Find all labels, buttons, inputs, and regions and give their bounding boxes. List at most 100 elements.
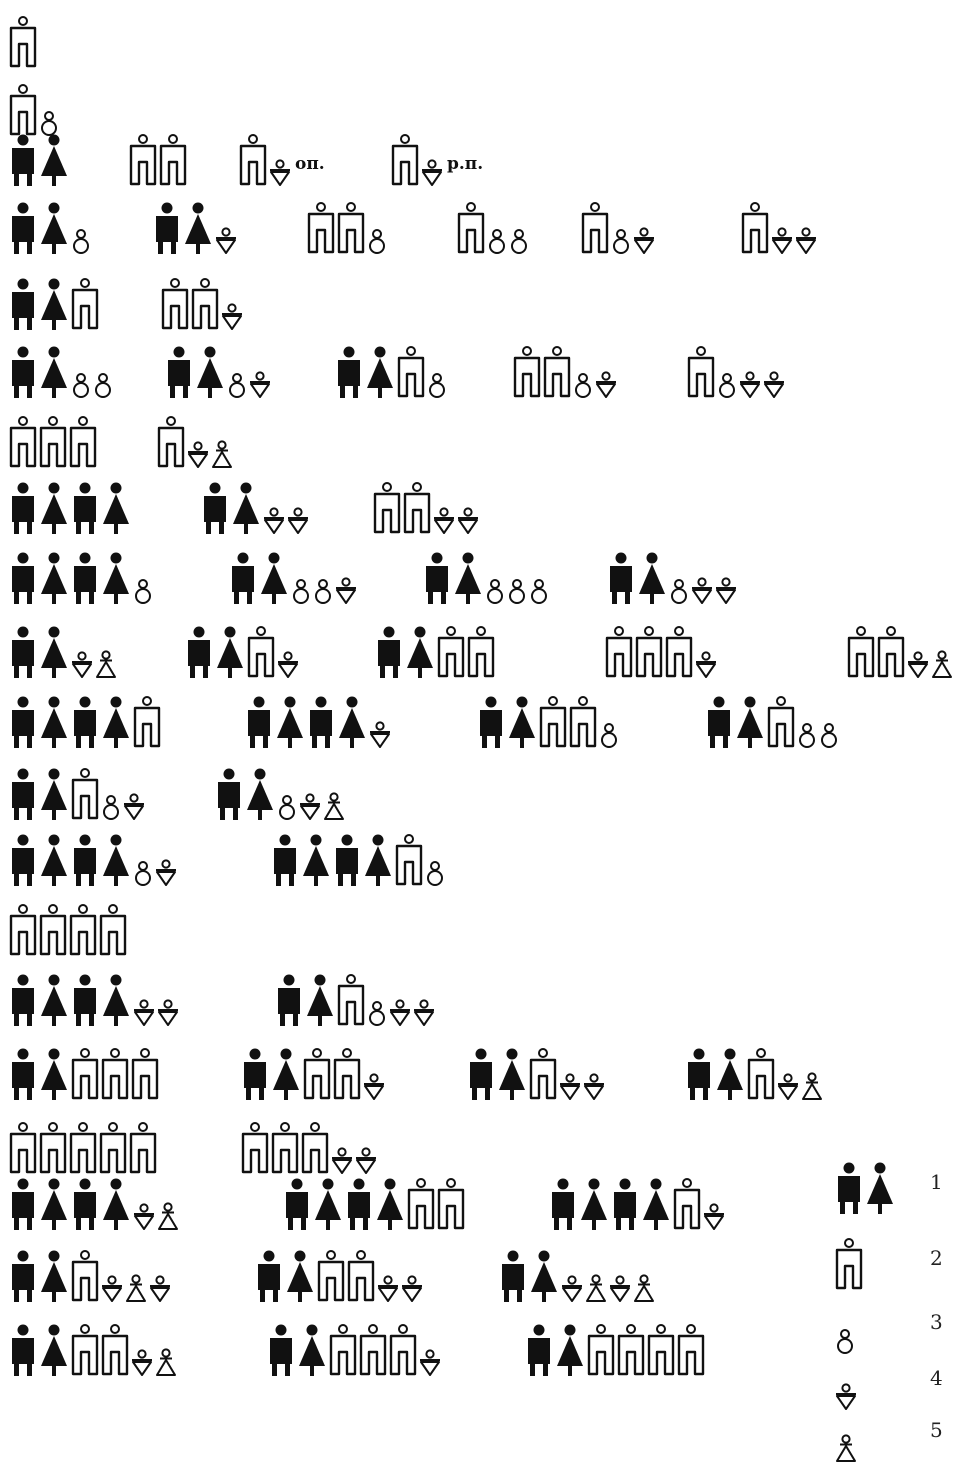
man-figure-icon bbox=[74, 834, 96, 886]
household-group bbox=[548, 1166, 726, 1230]
man-figure-icon bbox=[378, 626, 400, 678]
female-child-icon bbox=[836, 1383, 856, 1410]
woman-figure-icon bbox=[261, 552, 287, 604]
female-infant-icon bbox=[932, 650, 952, 678]
male-child-icon bbox=[279, 795, 295, 820]
man-figure-icon bbox=[258, 1250, 280, 1302]
female-child-icon bbox=[772, 227, 792, 254]
man-figure-icon bbox=[270, 1324, 292, 1376]
unmarried-adult-icon bbox=[347, 1250, 375, 1302]
woman-figure-icon bbox=[455, 552, 481, 604]
male-child-icon bbox=[671, 579, 687, 604]
unmarried-adult-icon bbox=[247, 626, 275, 678]
household-group bbox=[8, 470, 132, 534]
household-group bbox=[334, 334, 448, 398]
woman-figure-icon bbox=[307, 974, 333, 1026]
male-child-icon bbox=[135, 579, 151, 604]
female-child-icon bbox=[264, 507, 284, 534]
unmarried-adult-icon bbox=[373, 482, 401, 534]
household-group bbox=[128, 122, 188, 186]
female-infant-icon bbox=[158, 1202, 178, 1230]
female-child-icon bbox=[414, 999, 434, 1026]
woman-figure-icon bbox=[365, 834, 391, 886]
man-figure-icon bbox=[338, 346, 360, 398]
female-child-icon bbox=[124, 793, 144, 820]
male-child-icon bbox=[487, 579, 503, 604]
unmarried-adult-icon bbox=[99, 904, 127, 956]
household-group bbox=[422, 540, 550, 604]
male-child-icon bbox=[41, 111, 57, 136]
household-note: оп. bbox=[295, 154, 325, 174]
household-note: р.п. bbox=[447, 154, 484, 174]
household-group bbox=[184, 614, 300, 678]
woman-figure-icon bbox=[41, 834, 67, 886]
woman-figure-icon bbox=[103, 1178, 129, 1230]
woman-figure-icon bbox=[407, 626, 433, 678]
female-child-icon bbox=[596, 371, 616, 398]
household-group bbox=[684, 1036, 824, 1100]
female-child-icon bbox=[188, 441, 208, 468]
female-child-icon bbox=[796, 227, 816, 254]
man-figure-icon bbox=[12, 696, 34, 748]
unmarried-adult-icon bbox=[129, 1122, 157, 1174]
female-child-icon bbox=[634, 227, 654, 254]
household-group bbox=[8, 1312, 178, 1376]
household-group bbox=[8, 404, 98, 468]
female-child-icon bbox=[420, 1349, 440, 1376]
man-figure-icon bbox=[614, 1178, 636, 1230]
household-group bbox=[152, 190, 238, 254]
man-figure-icon bbox=[74, 1178, 96, 1230]
female-child-icon bbox=[150, 1275, 170, 1302]
female-infant-icon bbox=[324, 792, 344, 820]
female-child-icon bbox=[562, 1275, 582, 1302]
unmarried-adult-icon bbox=[581, 202, 609, 254]
household-group bbox=[512, 334, 618, 398]
male-child-icon bbox=[511, 229, 527, 254]
unmarried-adult-icon bbox=[741, 202, 769, 254]
unmarried-adult-icon bbox=[9, 84, 37, 136]
woman-figure-icon bbox=[217, 626, 243, 678]
female-child-icon bbox=[156, 859, 176, 886]
man-figure-icon bbox=[232, 552, 254, 604]
man-figure-icon bbox=[12, 552, 34, 604]
household-group bbox=[306, 190, 388, 254]
household-group bbox=[686, 334, 786, 398]
woman-figure-icon bbox=[299, 1324, 325, 1376]
woman-figure-icon bbox=[233, 482, 259, 534]
household-group bbox=[8, 614, 118, 678]
man-figure-icon bbox=[12, 346, 34, 398]
woman-figure-icon bbox=[103, 696, 129, 748]
household-group bbox=[8, 1036, 160, 1100]
woman-figure-icon bbox=[287, 1250, 313, 1302]
female-child-icon bbox=[422, 159, 442, 186]
woman-figure-icon bbox=[509, 696, 535, 748]
female-child-icon bbox=[134, 1203, 154, 1230]
unmarried-adult-icon bbox=[677, 1324, 705, 1376]
household-group bbox=[274, 962, 436, 1026]
woman-figure-icon bbox=[377, 1178, 403, 1230]
unmarried-adult-icon bbox=[129, 134, 157, 186]
man-figure-icon bbox=[708, 696, 730, 748]
unmarried-adult-icon bbox=[9, 904, 37, 956]
male-child-icon bbox=[103, 795, 119, 820]
woman-figure-icon bbox=[867, 1162, 893, 1214]
man-figure-icon bbox=[286, 1178, 308, 1230]
legend-item-1 bbox=[834, 1150, 896, 1214]
male-child-icon bbox=[95, 373, 111, 398]
man-figure-icon bbox=[12, 278, 34, 330]
legend-number: 2 bbox=[930, 1246, 943, 1270]
male-child-icon bbox=[821, 723, 837, 748]
female-child-icon bbox=[222, 303, 242, 330]
woman-figure-icon bbox=[557, 1324, 583, 1376]
man-figure-icon bbox=[244, 1048, 266, 1100]
female-child-icon bbox=[270, 159, 290, 186]
unmarried-adult-icon bbox=[71, 1324, 99, 1376]
female-child-icon bbox=[696, 651, 716, 678]
man-figure-icon bbox=[348, 1178, 370, 1230]
man-figure-icon bbox=[218, 768, 240, 820]
woman-figure-icon bbox=[717, 1048, 743, 1100]
legend-item-4 bbox=[834, 1346, 858, 1410]
man-figure-icon bbox=[610, 552, 632, 604]
woman-figure-icon bbox=[247, 768, 273, 820]
female-child-icon bbox=[610, 1275, 630, 1302]
